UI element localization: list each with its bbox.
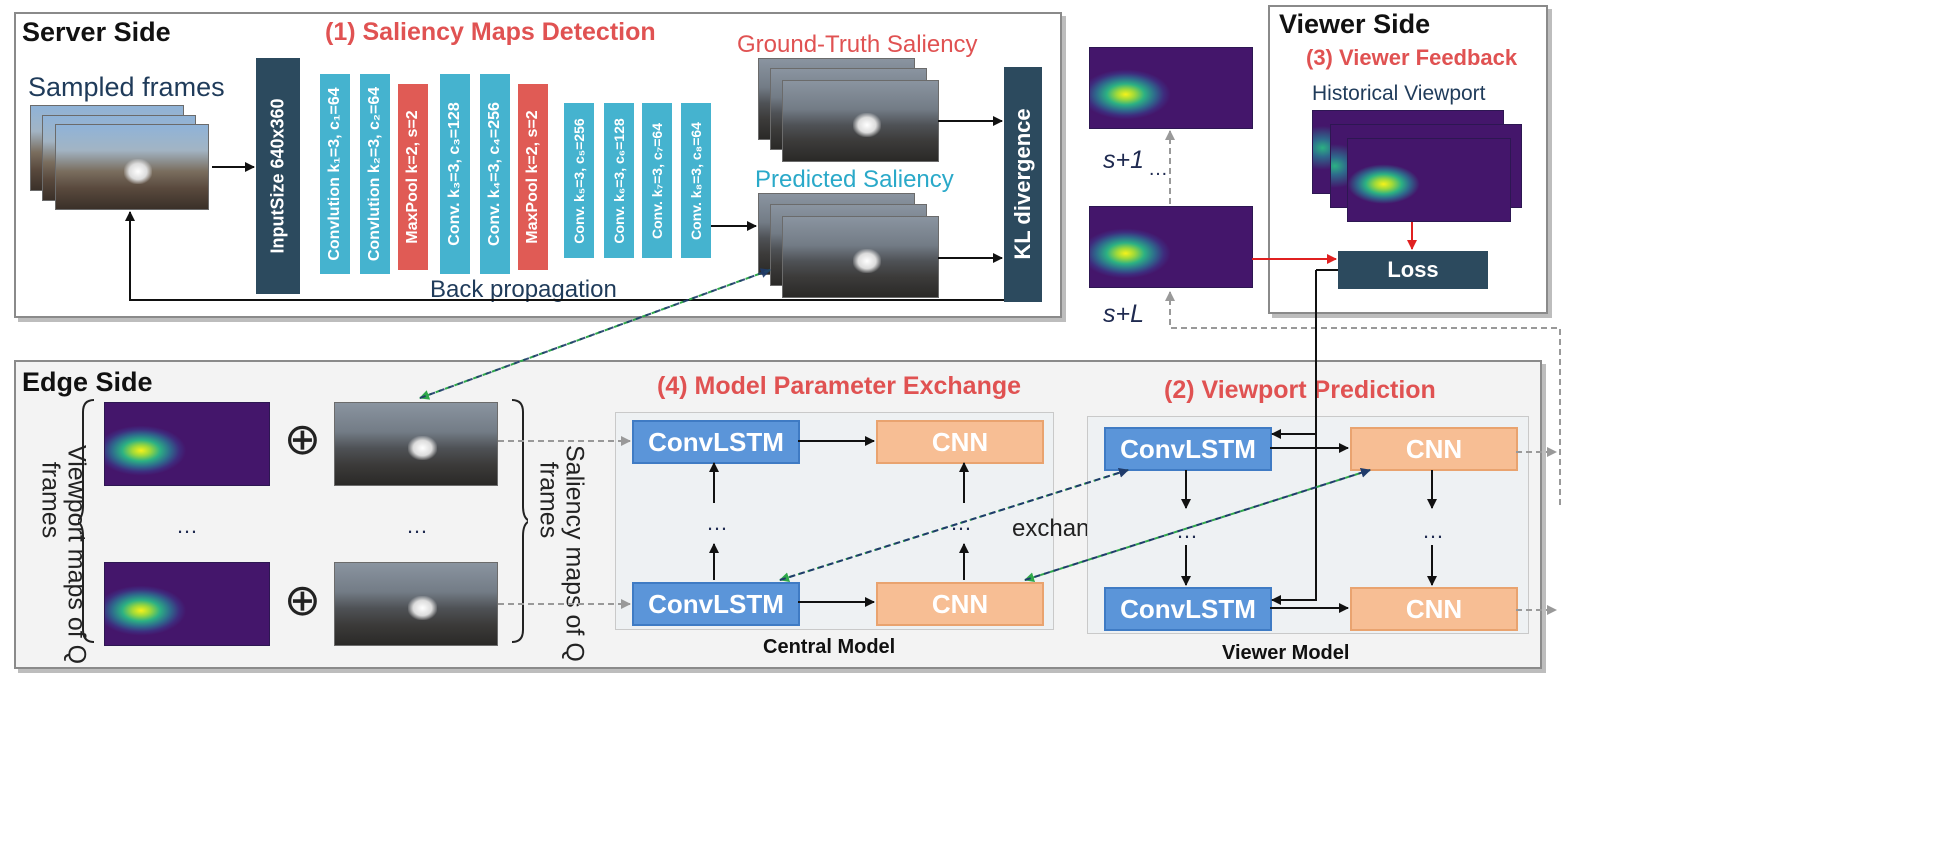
ground-truth-label: Ground-Truth Saliency: [737, 31, 978, 58]
loss-inputs-arrows: [1252, 222, 1417, 264]
ground-truth-frame-3: [782, 80, 939, 162]
s1-label: s+1: [1103, 146, 1145, 174]
edge-saliency-dots: …: [406, 513, 428, 538]
layer-bar-10: [681, 103, 711, 258]
layer-bar-2: [360, 74, 390, 274]
layer-bar-8: [604, 103, 634, 258]
model-exchange-title: (4) Model Parameter Exchange: [657, 372, 1022, 400]
saliency-detection-title: (1) Saliency Maps Detection: [325, 18, 656, 46]
viewer-feedback-title: (3) Viewer Feedback: [1306, 45, 1518, 70]
sL-label: s+L: [1103, 300, 1145, 328]
viewer-convlstm-bottom: ConvLSTM: [1104, 587, 1272, 631]
loss-box: Loss: [1338, 251, 1488, 289]
historical-viewport-label: Historical Viewport: [1312, 82, 1486, 105]
edge-saliency-frame-1: [334, 402, 498, 486]
predicted-frame-3: [782, 216, 939, 298]
historical-viewport-3: [1347, 138, 1511, 222]
kl-divergence-bar: [1004, 67, 1042, 302]
viewer-side-title: Viewer Side: [1279, 9, 1431, 39]
predicted-saliency-label: Predicted Saliency: [755, 166, 954, 193]
loss-feedback-arrows: [1271, 269, 1338, 605]
central-convlstm-top: ConvLSTM: [632, 420, 800, 464]
layer-bar-5: [480, 74, 510, 274]
central-model-arrows: [709, 436, 969, 607]
prediction-step-arrows: [1165, 130, 1561, 505]
parameter-exchange-arrows: [779, 467, 1371, 583]
central-dots-left: …: [706, 510, 728, 535]
layer-bar-1: [320, 74, 350, 274]
server-side-title: Server Side: [22, 17, 171, 47]
central-model-label: Central Model: [763, 636, 896, 658]
viewer-model-label: Viewer Model: [1222, 642, 1350, 664]
layer-bar-3: [398, 84, 428, 270]
sampled-frame-front: [55, 124, 209, 210]
edge-input-arrows: [498, 436, 631, 609]
viewer-model-arrows: [1181, 443, 1557, 615]
viewer-cnn-top: CNN: [1350, 427, 1518, 471]
sampled-frames-label: Sampled frames: [28, 72, 225, 102]
central-convlstm-bottom: ConvLSTM: [632, 582, 800, 626]
concat-symbol-1: ⊕: [284, 414, 321, 465]
layer-bar-4: [440, 74, 470, 274]
viewport-map-s1: [1089, 47, 1253, 129]
layer-bar-7: [564, 103, 594, 258]
server-flow-arrows: [125, 116, 1004, 301]
concat-symbol-2: ⊕: [284, 575, 321, 626]
edge-viewport-map-1: [104, 402, 270, 486]
edge-side-title: Edge Side: [22, 367, 153, 397]
edge-viewport-dots: …: [176, 513, 198, 538]
viewer-convlstm-top: ConvLSTM: [1104, 427, 1272, 471]
viewer-dots-left: …: [1176, 518, 1198, 543]
back-propagation-label: Back propagation: [430, 276, 617, 303]
layer-bar-9: [642, 103, 672, 258]
viewport-prediction-title: (2) Viewport Prediction: [1164, 376, 1436, 404]
viewer-dots-right: …: [1422, 518, 1444, 543]
edge-saliency-frame-2: [334, 562, 498, 646]
edge-viewport-map-2: [104, 562, 270, 646]
viewport-map-sL: [1089, 206, 1253, 288]
central-cnn-bottom: CNN: [876, 582, 1044, 626]
input-size-bar: [256, 58, 300, 294]
middle-dots: …: [1148, 158, 1168, 180]
viewer-cnn-bottom: CNN: [1350, 587, 1518, 631]
layer-bar-6: [518, 84, 548, 270]
